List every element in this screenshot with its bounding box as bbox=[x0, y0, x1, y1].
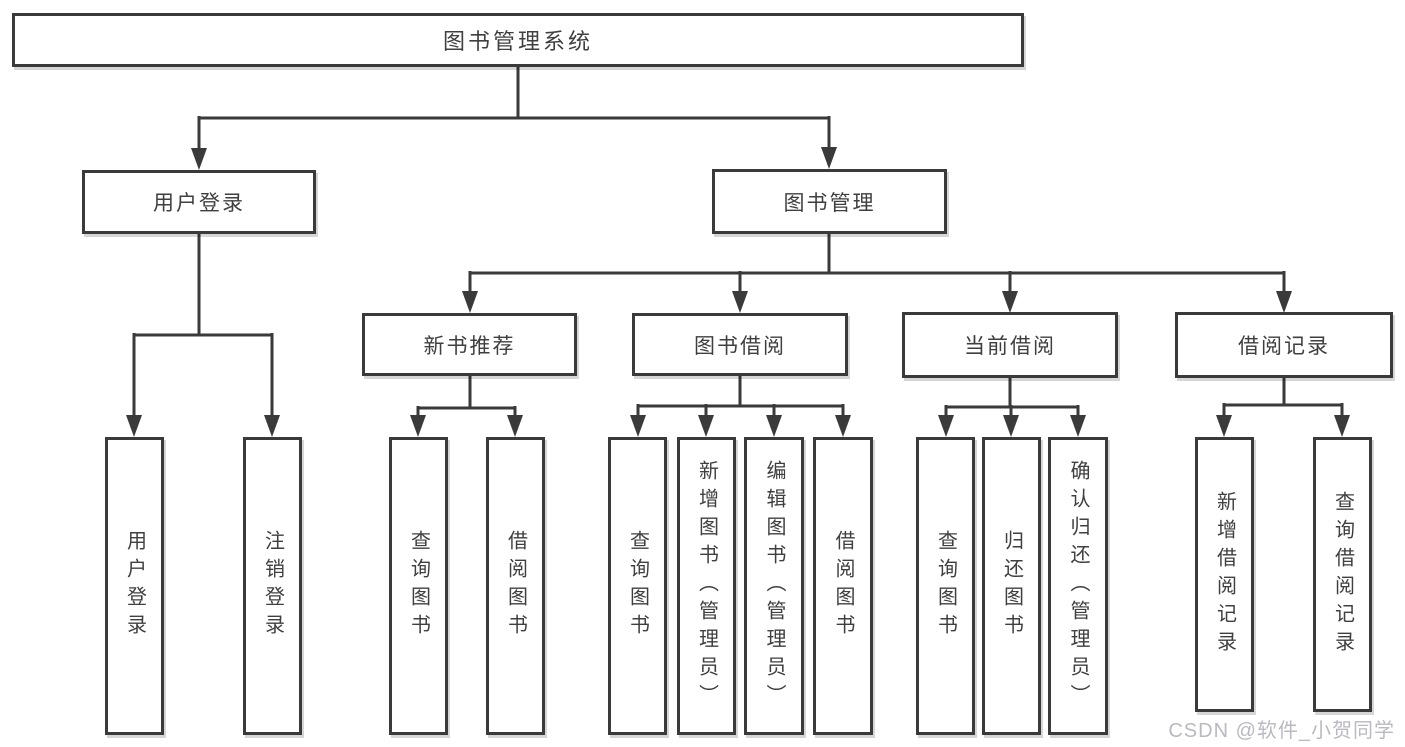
node-label: 图书管理 bbox=[783, 191, 876, 215]
node-book-management: 图书管理 bbox=[712, 169, 947, 234]
node-new-books: 新书推荐 bbox=[362, 313, 577, 376]
node-borrowing-records: 借阅记录 bbox=[1175, 312, 1393, 378]
node-label: 新增借阅记录 bbox=[1213, 490, 1236, 659]
leaf-add-borrow-record: 新增借阅记录 bbox=[1195, 437, 1254, 712]
leaf-return-books: 归还图书 bbox=[982, 437, 1041, 735]
node-label: 查询图书 bbox=[407, 530, 430, 642]
node-label: 用户登录 bbox=[153, 192, 245, 215]
node-label: 当前借阅 bbox=[964, 335, 1056, 358]
node-label: 查询借阅记录 bbox=[1331, 490, 1354, 659]
leaf-confirm-return-admin: 确认归还（管理员） bbox=[1048, 437, 1108, 735]
node-label: 注销登录 bbox=[261, 530, 284, 642]
leaf-search-books-newbooks: 查询图书 bbox=[389, 437, 448, 735]
node-label: 用户登录 bbox=[123, 530, 146, 642]
leaf-logout: 注销登录 bbox=[243, 437, 302, 735]
node-label: 查询图书 bbox=[934, 530, 957, 642]
node-label: 借阅记录 bbox=[1238, 335, 1330, 358]
node-label: 图书借阅 bbox=[694, 334, 786, 358]
leaf-search-books-current: 查询图书 bbox=[916, 437, 975, 735]
leaf-user-login: 用户登录 bbox=[105, 437, 164, 735]
node-book-borrowing: 图书借阅 bbox=[632, 313, 848, 376]
node-label: 借阅图书 bbox=[832, 530, 854, 642]
node-label: 确认归还（管理员） bbox=[1067, 460, 1089, 712]
leaf-add-books-admin: 新增图书（管理员） bbox=[677, 437, 736, 735]
node-label: 归还图书 bbox=[1000, 530, 1023, 642]
leaf-search-books-borrowing: 查询图书 bbox=[608, 437, 667, 735]
node-label: 新增图书（管理员） bbox=[695, 460, 718, 712]
node-label: 借阅图书 bbox=[504, 530, 527, 642]
node-current-borrowing: 当前借阅 bbox=[902, 312, 1118, 378]
csdn-watermark: CSDN @软件_小贺同学 bbox=[1168, 720, 1395, 742]
node-label: 查询图书 bbox=[626, 530, 649, 642]
leaf-borrow-books-newbooks: 借阅图书 bbox=[486, 437, 545, 735]
leaf-search-borrow-record: 查询借阅记录 bbox=[1313, 437, 1372, 712]
node-library-management-system: 图书管理系统 bbox=[12, 13, 1024, 67]
leaf-edit-books-admin: 编辑图书（管理员） bbox=[744, 437, 804, 735]
node-label: 新书推荐 bbox=[423, 334, 516, 358]
node-user-login: 用户登录 bbox=[82, 170, 316, 234]
node-label: 图书管理系统 bbox=[442, 29, 593, 54]
leaf-borrow-books-borrowing: 借阅图书 bbox=[813, 437, 873, 735]
node-label: 编辑图书（管理员） bbox=[763, 460, 785, 712]
